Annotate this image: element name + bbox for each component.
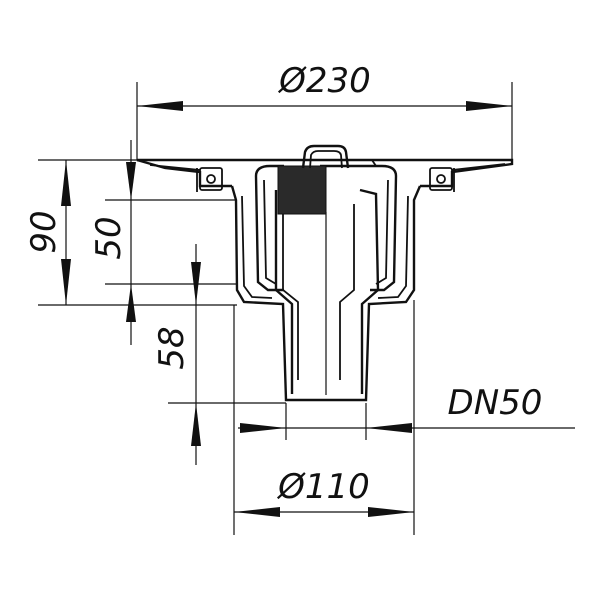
dimension-height-total: 90 (24, 160, 71, 305)
dimension-height-body: 50 (89, 140, 136, 345)
hatched-insert (277, 165, 327, 215)
bottom-diameter-label: Ø110 (276, 467, 370, 507)
outlet-dn-label: DN50 (448, 383, 543, 423)
extension-lines (38, 82, 513, 535)
dimension-top-diameter: Ø230 (137, 61, 512, 111)
height-body-label: 50 (89, 216, 129, 259)
height-total-label: 90 (24, 210, 64, 253)
top-diameter-label: Ø230 (277, 61, 371, 101)
drain-body (136, 144, 514, 402)
height-outlet-label: 58 (152, 326, 192, 369)
dimension-bottom-diameter: Ø110 (234, 467, 414, 517)
dimension-height-outlet: 58 (152, 244, 201, 465)
dimension-outlet-dn: DN50 (238, 383, 575, 433)
